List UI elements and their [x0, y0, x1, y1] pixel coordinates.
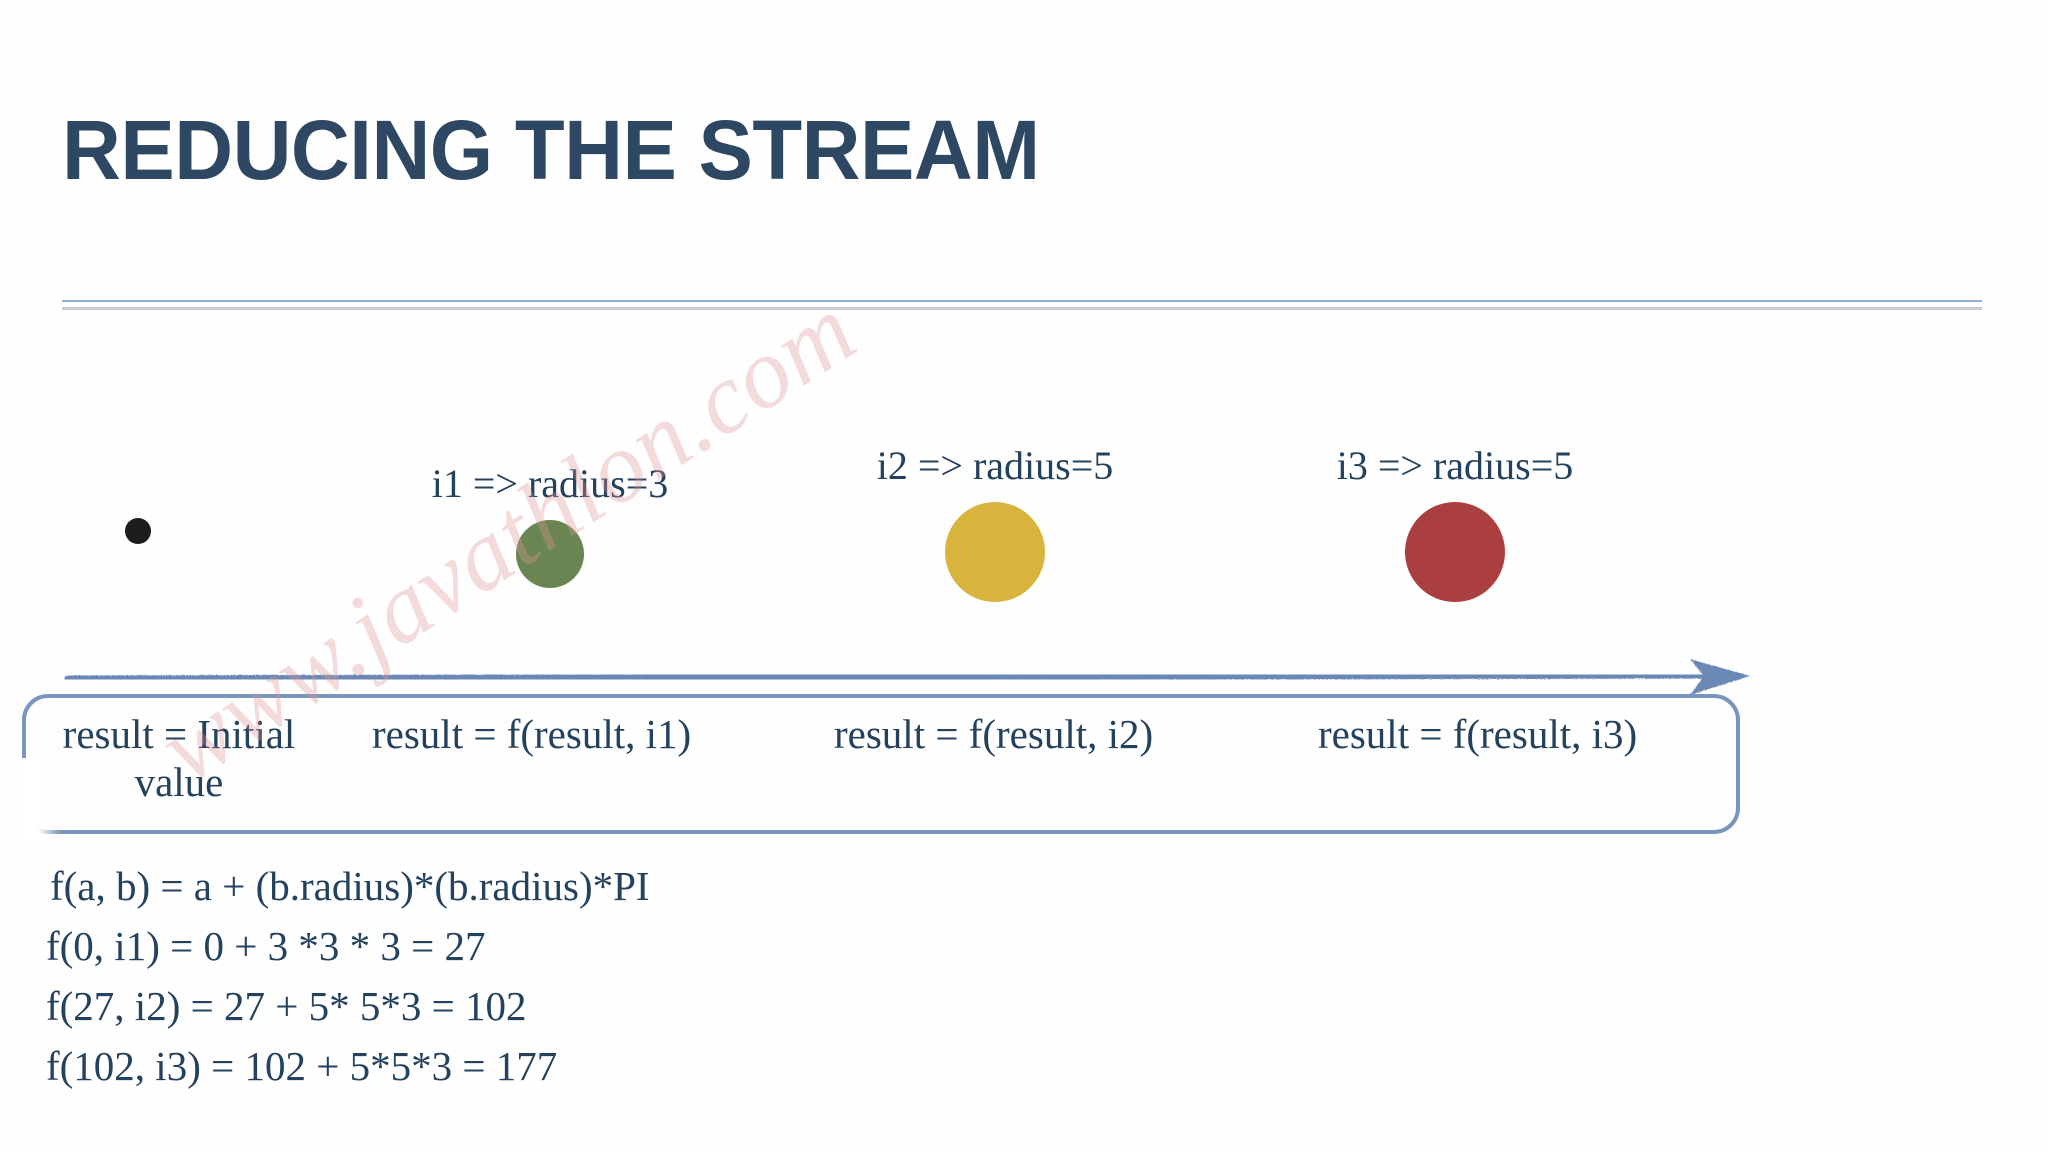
stream-item-label-i1: i1 => radius=3 — [431, 461, 669, 506]
bullet-dot-icon — [125, 518, 151, 544]
circle-shape-i3 — [1405, 502, 1505, 602]
stream-item-i1: i1 => radius=3 — [400, 462, 700, 588]
divider-rule-bottom — [62, 307, 1982, 310]
page-title: REDUCING THE STREAM — [62, 103, 1040, 197]
formula-line-step1: f(0, i1) = 0 + 3 *3 * 3 = 27 — [46, 923, 486, 969]
stream-item-label-i2: i2 => radius=5 — [876, 443, 1114, 488]
formula-line-step2: f(27, i2) = 27 + 5* 5*3 = 102 — [46, 983, 527, 1029]
circle-shape-i2 — [945, 502, 1045, 602]
timeline-arrow-icon — [60, 655, 1780, 701]
formula-line-definition: f(a, b) = a + (b.radius)*(b.radius)*PI — [50, 863, 650, 909]
stream-item-i2: i2 => radius=5 — [845, 444, 1145, 602]
result-step-initial: result = Initial value — [62, 711, 296, 806]
result-step-i1: result = f(result, i1) — [372, 711, 692, 757]
result-step-i2: result = f(result, i2) — [834, 711, 1154, 757]
formula-line-step3: f(102, i3) = 102 + 5*5*3 = 177 — [46, 1043, 558, 1089]
title-divider — [62, 300, 1982, 312]
result-steps-list: result = Initial value result = f(result… — [22, 694, 1740, 834]
stream-item-label-i3: i3 => radius=5 — [1336, 443, 1574, 488]
divider-rule-top — [62, 300, 1982, 302]
result-step-i3: result = f(result, i3) — [1318, 711, 1638, 757]
stream-item-i3: i3 => radius=5 — [1305, 444, 1605, 602]
circle-shape-i1 — [516, 520, 584, 588]
formula-list: f(a, b) = a + (b.radius)*(b.radius)*PI f… — [46, 856, 1246, 1096]
